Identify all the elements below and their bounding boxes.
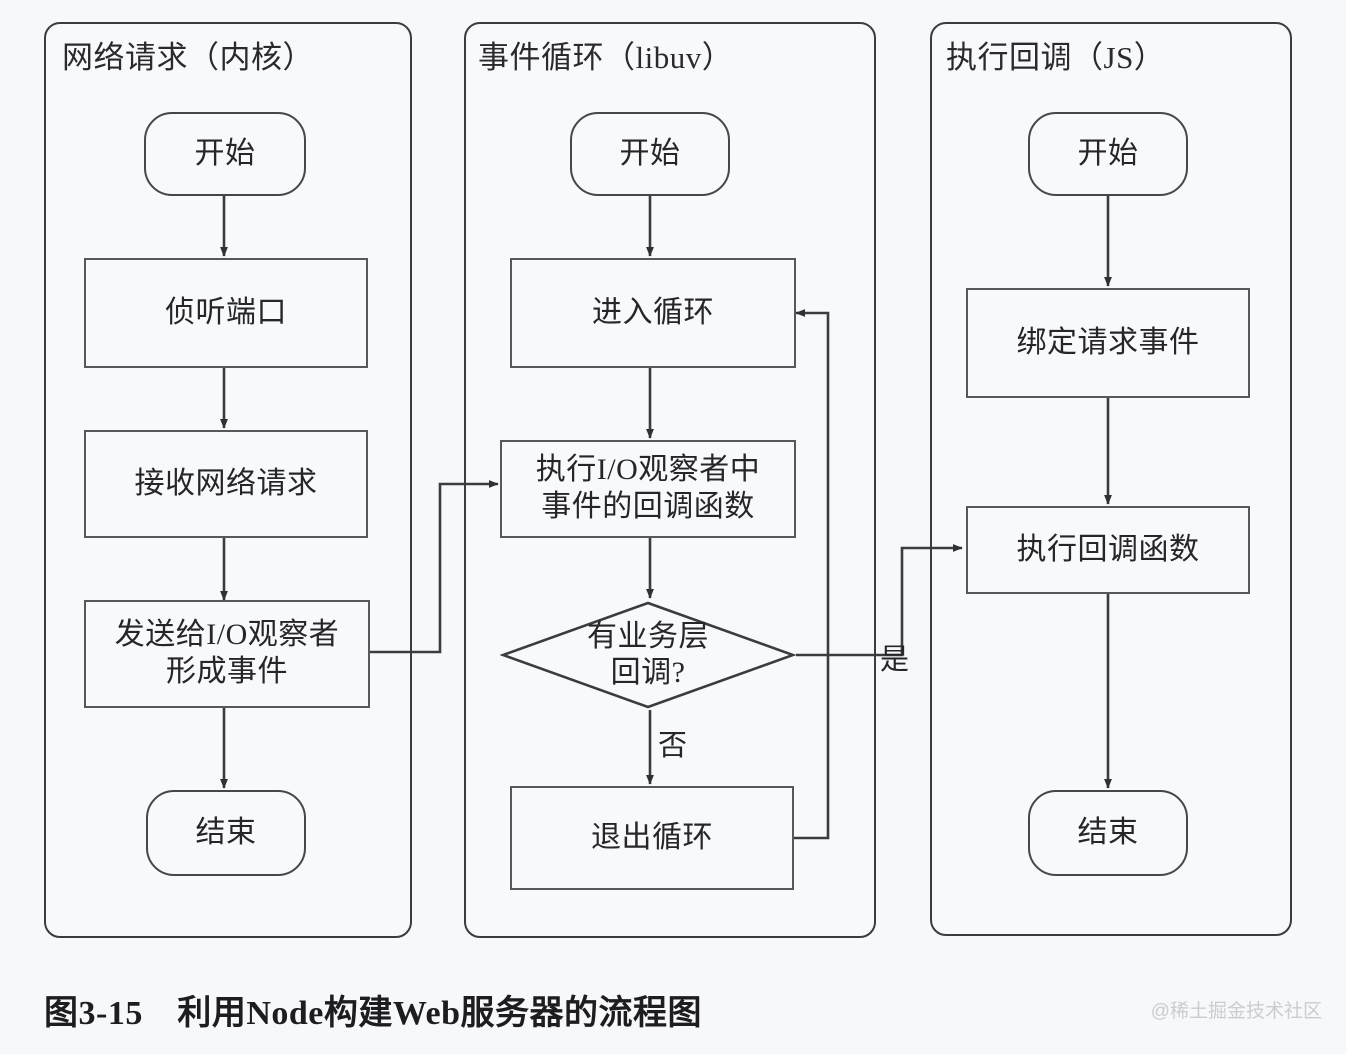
figure-caption: 图3-15 利用Node构建Web服务器的流程图 [44, 995, 702, 1032]
diamond-shape [500, 601, 796, 709]
edge-label-no: 否 [658, 730, 688, 762]
node-label: 结束 [1077, 815, 1139, 849]
node-libuv-start[interactable]: 开始 [570, 112, 730, 196]
node-libuv-enter-loop[interactable]: 进入循环 [510, 258, 796, 368]
node-label-line1: 有业务层 [587, 620, 709, 653]
node-label-line1: 执行I/O观察者中 [535, 453, 761, 487]
node-label: 进入循环 [592, 295, 714, 329]
node-label-line2: 回调? [610, 656, 686, 689]
node-label: 开始 [1077, 136, 1139, 170]
node-libuv-exit-loop[interactable]: 退出循环 [510, 786, 794, 890]
node-label: 结束 [195, 815, 257, 849]
lane-title-js: 执行回调（JS） [946, 40, 1166, 75]
node-label: 开始 [194, 136, 256, 170]
edge-label-yes: 是 [880, 644, 910, 676]
node-kernel-listen-port[interactable]: 侦听端口 [84, 258, 368, 368]
node-kernel-receive-request[interactable]: 接收网络请求 [84, 430, 368, 538]
node-label: 侦听端口 [165, 295, 287, 329]
node-js-start[interactable]: 开始 [1028, 112, 1188, 196]
lane-title-libuv: 事件循环（libuv） [478, 40, 734, 75]
node-kernel-start[interactable]: 开始 [144, 112, 306, 196]
node-label-line1: 发送给I/O观察者 [114, 618, 340, 652]
lane-title-kernel: 网络请求（内核） [62, 40, 314, 75]
node-label: 绑定请求事件 [1016, 325, 1200, 359]
node-js-bind-request-event[interactable]: 绑定请求事件 [966, 288, 1250, 398]
node-js-exec-callback[interactable]: 执行回调函数 [966, 506, 1250, 594]
node-label-line2: 形成事件 [166, 655, 288, 688]
node-libuv-exec-io-callbacks[interactable]: 执行I/O观察者中 事件的回调函数 [500, 440, 796, 538]
node-kernel-end[interactable]: 结束 [146, 790, 306, 876]
node-label: 开始 [619, 136, 681, 170]
node-js-end[interactable]: 结束 [1028, 790, 1188, 876]
node-libuv-decision-has-business-callback[interactable]: 有业务层 回调? [500, 600, 796, 710]
node-label: 接收网络请求 [134, 466, 318, 500]
watermark: @稀土掘金技术社区 [1150, 1001, 1322, 1022]
node-label: 执行回调函数 [1016, 532, 1200, 566]
node-label-line2: 事件的回调函数 [541, 490, 755, 523]
node-label: 退出循环 [591, 820, 713, 854]
node-kernel-send-to-io-observer[interactable]: 发送给I/O观察者 形成事件 [84, 600, 370, 708]
